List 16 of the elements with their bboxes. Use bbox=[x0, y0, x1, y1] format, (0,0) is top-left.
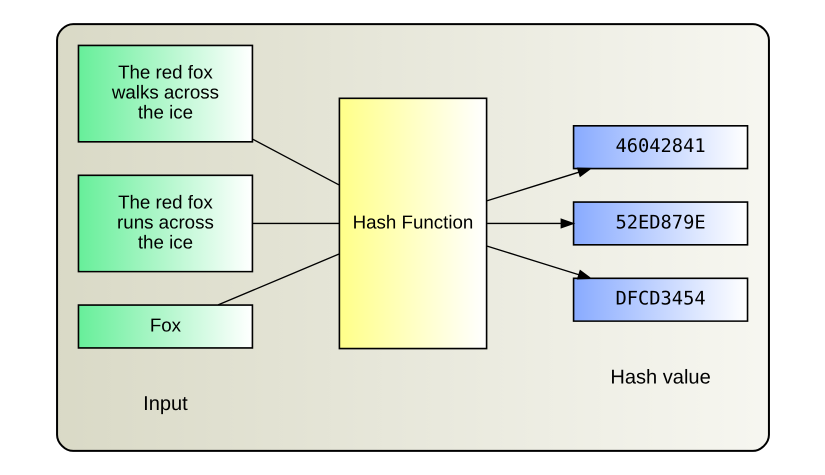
connector bbox=[252, 138, 339, 186]
node-box: 52ED879E bbox=[572, 201, 748, 246]
arrow bbox=[486, 167, 592, 202]
arrow bbox=[486, 246, 592, 280]
node-box: The red fox walks across the ice bbox=[77, 44, 253, 143]
node-box: The red fox runs across the ice bbox=[77, 174, 253, 272]
node-box: Hash Function bbox=[338, 98, 487, 350]
cluster bbox=[56, 23, 770, 452]
label: Input bbox=[142, 393, 188, 416]
node-box: Fox bbox=[77, 304, 253, 349]
node-box: DFCD3454 bbox=[572, 278, 748, 322]
connector bbox=[252, 222, 339, 224]
node-box: 46042841 bbox=[572, 124, 748, 170]
label: Hash value bbox=[610, 366, 710, 388]
connector bbox=[217, 253, 339, 306]
arrow bbox=[486, 218, 575, 229]
